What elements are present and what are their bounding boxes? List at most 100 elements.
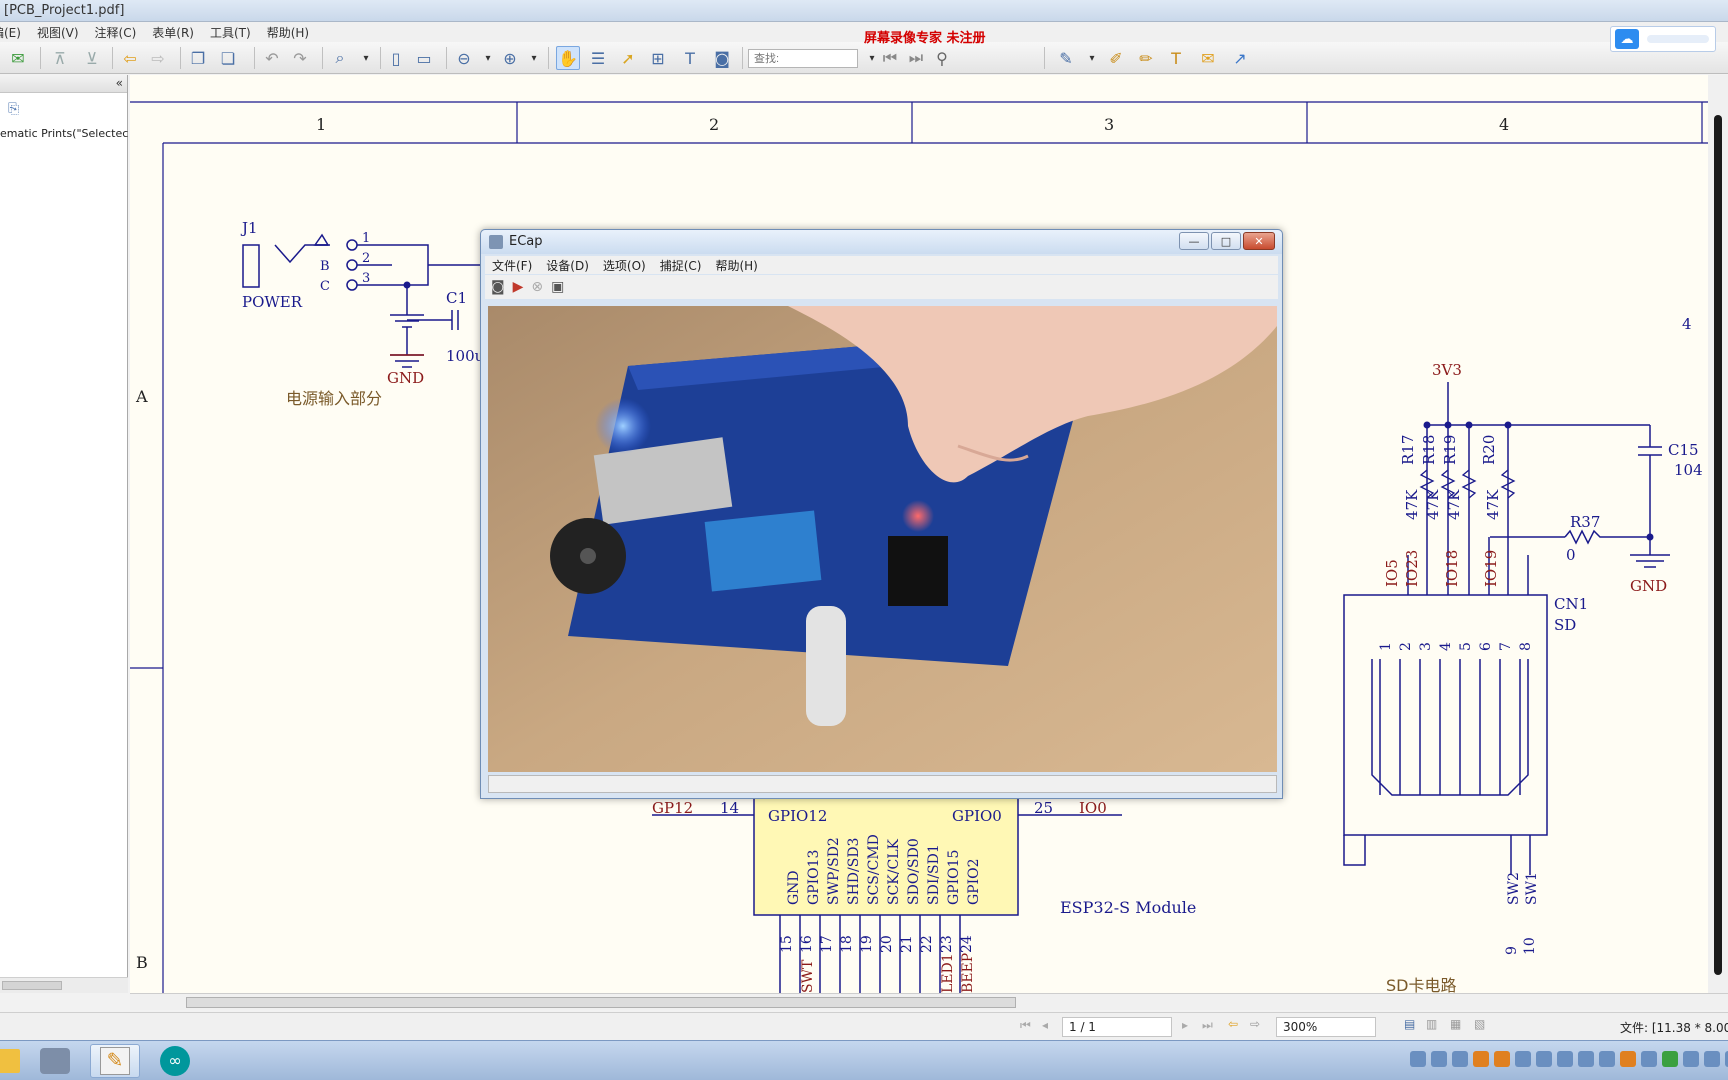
close-button[interactable]: ✕ xyxy=(1243,232,1275,250)
page-down-icon[interactable]: ⊻ xyxy=(86,48,98,68)
search-icon[interactable]: ⚲ xyxy=(936,48,948,68)
pointer-icon[interactable]: ➚ xyxy=(621,48,635,68)
chevron-down-icon[interactable]: ▾ xyxy=(485,52,491,64)
email-icon[interactable]: ✉ xyxy=(11,48,25,68)
binoculars-icon[interactable]: ⊞ xyxy=(651,48,665,68)
note-icon[interactable]: ✉ xyxy=(1201,48,1215,68)
menu-edit[interactable]: 编(E) xyxy=(0,26,21,40)
chevron-down-icon[interactable]: ▾ xyxy=(869,52,875,64)
pages-icon[interactable]: ❐ xyxy=(190,48,206,68)
tray-icon[interactable] xyxy=(1557,1051,1573,1067)
page-number-field[interactable]: 1 / 1 xyxy=(1062,1017,1172,1037)
pencil-icon[interactable]: ✏ xyxy=(1139,48,1153,68)
tray-icon[interactable] xyxy=(1536,1051,1552,1067)
panel-scroll-thumb[interactable] xyxy=(2,981,62,990)
tray-icon[interactable] xyxy=(1452,1051,1468,1067)
menu-view[interactable]: 视图(V) xyxy=(36,26,79,40)
vertical-scroll-thumb[interactable] xyxy=(1714,115,1722,975)
text-box-icon[interactable]: T xyxy=(685,48,695,68)
ecap-title-bar[interactable]: ECap — □ ✕ xyxy=(481,230,1282,254)
tray-icon[interactable] xyxy=(1599,1051,1615,1067)
select-text-icon[interactable]: ☰ xyxy=(590,48,606,68)
maximize-button[interactable]: □ xyxy=(1211,232,1241,250)
facing-icon[interactable]: ▦ xyxy=(1450,1017,1462,1031)
taskbar-app-recorder[interactable] xyxy=(30,1044,80,1078)
tray-icon[interactable] xyxy=(1515,1051,1531,1067)
find-next-icon[interactable]: ⏭ xyxy=(908,48,924,67)
ecap-menu-help[interactable]: 帮助(H) xyxy=(715,259,758,273)
fit-page-icon[interactable]: ▯ xyxy=(391,48,401,68)
toolbar-separator xyxy=(254,47,255,69)
taskbar-app-explorer[interactable] xyxy=(0,1044,30,1078)
ecap-menu-file[interactable]: 文件(F) xyxy=(492,259,533,273)
bookmark-icon[interactable]: ⎘ xyxy=(8,101,20,117)
zoom-in-icon[interactable]: ⊕ xyxy=(503,48,517,68)
tray-icon[interactable] xyxy=(1494,1051,1510,1067)
taskbar-app-arduino[interactable]: ∞ xyxy=(150,1044,200,1078)
page-up-icon[interactable]: ⊼ xyxy=(54,48,66,68)
snapshot-icon[interactable]: ◙ xyxy=(491,279,505,295)
zoom-out-icon[interactable]: ⊖ xyxy=(457,48,471,68)
ecap-menu-options[interactable]: 选项(O) xyxy=(602,259,646,273)
forward-arrow-icon[interactable]: ⇨ xyxy=(1250,1017,1261,1031)
back-arrow-icon[interactable]: ⇦ xyxy=(1228,1017,1239,1031)
tray-icon[interactable] xyxy=(1410,1051,1426,1067)
forward-arrow-icon[interactable]: ⇨ xyxy=(151,48,165,68)
zoom-select[interactable]: 300% xyxy=(1276,1017,1376,1037)
last-page-icon[interactable]: ⏭ xyxy=(1202,1018,1213,1032)
continuous-facing-icon[interactable]: ▧ xyxy=(1474,1017,1486,1031)
find-prev-icon[interactable]: ⏮ xyxy=(882,48,898,67)
minimize-button[interactable]: — xyxy=(1179,232,1209,250)
typewriter-icon[interactable]: T xyxy=(1171,48,1181,68)
redo-icon[interactable]: ↷ xyxy=(293,48,307,68)
horizontal-scroll-thumb[interactable] xyxy=(186,997,1016,1008)
tray-icon[interactable] xyxy=(1641,1051,1657,1067)
menu-help[interactable]: 帮助(H) xyxy=(266,26,310,40)
section-label: SD卡电路 xyxy=(1386,976,1456,993)
resistor-ref: R18 xyxy=(1420,435,1438,465)
network-icon[interactable] xyxy=(1704,1051,1720,1067)
ecap-menu-capture[interactable]: 捕捉(C) xyxy=(659,259,702,273)
menu-tools[interactable]: 工具(T) xyxy=(209,26,251,40)
tray-icon[interactable] xyxy=(1662,1051,1678,1067)
chevron-down-icon[interactable]: ▾ xyxy=(363,52,369,64)
undo-icon[interactable]: ↶ xyxy=(265,48,279,68)
menu-form[interactable]: 表单(R) xyxy=(152,26,194,40)
collapse-panel-button[interactable]: « xyxy=(115,76,123,90)
continuous-icon[interactable]: ▥ xyxy=(1426,1017,1438,1031)
zoom-icon[interactable]: ⌕ xyxy=(335,48,345,67)
menu-comment[interactable]: 注释(C) xyxy=(94,26,137,40)
prev-page-icon[interactable]: ◂ xyxy=(1042,1018,1049,1032)
camera-icon[interactable]: ◙ xyxy=(714,48,730,68)
cloud-sync-widget[interactable]: ☁ xyxy=(1610,26,1716,52)
fit-width-icon[interactable]: ▭ xyxy=(416,48,432,68)
extract-pages-icon[interactable]: ❏ xyxy=(220,48,236,68)
hand-tool-icon[interactable]: ✋ xyxy=(556,46,580,70)
tray-icon[interactable] xyxy=(1473,1051,1489,1067)
ecap-menu-device[interactable]: 设备(D) xyxy=(546,259,589,273)
vertical-scrollbar[interactable] xyxy=(1708,75,1728,993)
image-icon[interactable]: ▣ xyxy=(551,279,565,295)
chevron-down-icon[interactable]: ▾ xyxy=(1089,52,1095,64)
volume-icon[interactable] xyxy=(1683,1051,1699,1067)
bookmark-item[interactable]: ematic Prints("Selectec xyxy=(0,127,129,140)
tray-icon[interactable] xyxy=(1431,1051,1447,1067)
ecap-window[interactable]: ECap — □ ✕ 文件(F) 设备(D) 选项(O) 捕捉(C) 帮助(H)… xyxy=(480,229,1283,799)
back-arrow-icon[interactable]: ⇦ xyxy=(123,48,137,68)
chevron-down-icon[interactable]: ▾ xyxy=(531,52,537,64)
first-page-icon[interactable]: ⏮ xyxy=(1020,1018,1031,1032)
taskbar-app-pdf-editor[interactable]: ✎ xyxy=(90,1044,140,1078)
record-icon[interactable]: ▶ xyxy=(512,279,524,295)
panel-scrollbar[interactable] xyxy=(0,977,128,993)
stamp-icon[interactable]: ✐ xyxy=(1109,48,1123,68)
tray-icon[interactable] xyxy=(1620,1051,1636,1067)
next-page-icon[interactable]: ▸ xyxy=(1182,1018,1189,1032)
search-input[interactable] xyxy=(748,49,858,68)
tray-icon[interactable] xyxy=(1578,1051,1594,1067)
stop-icon[interactable]: ⊗ xyxy=(531,279,544,295)
single-page-icon[interactable]: ▤ xyxy=(1404,1017,1416,1031)
tray-icon[interactable] xyxy=(1725,1051,1728,1067)
horizontal-scrollbar[interactable] xyxy=(130,993,1728,1010)
arrow-tool-icon[interactable]: ↗ xyxy=(1233,48,1247,68)
edit-icon[interactable]: ✎ xyxy=(1059,48,1073,68)
